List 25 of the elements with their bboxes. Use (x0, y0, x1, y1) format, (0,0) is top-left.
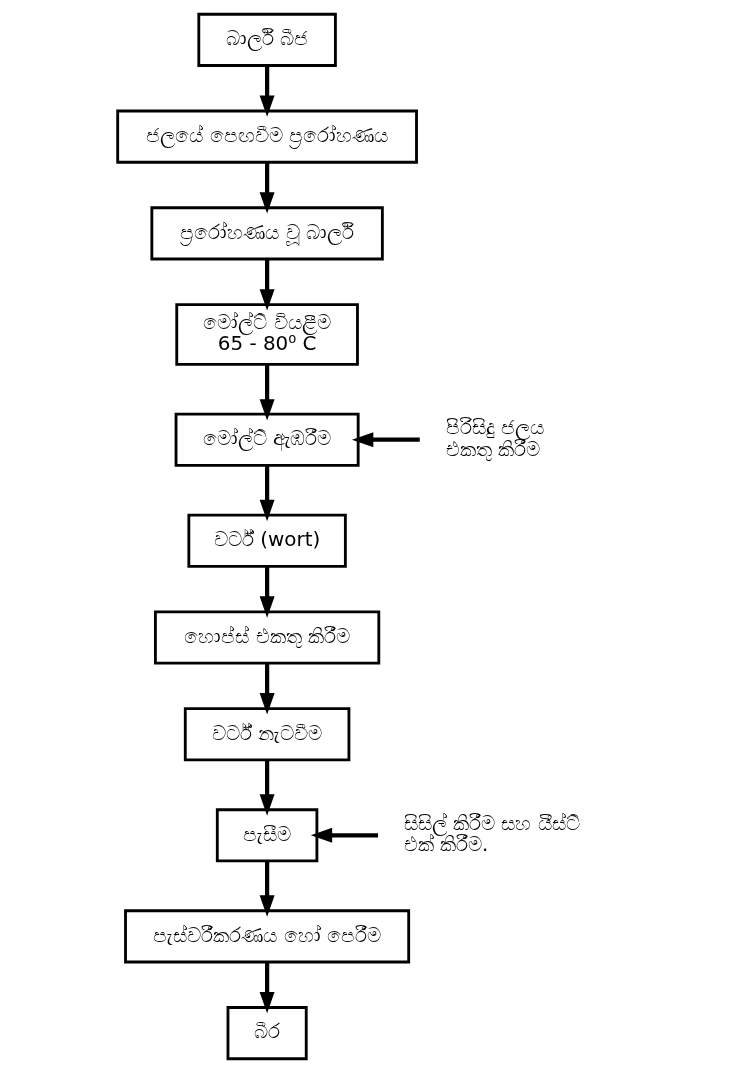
arrow (259, 760, 275, 816)
arrow (259, 162, 275, 214)
arrow (259, 566, 275, 618)
node-box: හොප්ස් එකතු කිරීම (153, 610, 380, 665)
arrow (259, 259, 275, 311)
node-text: සිසිල් කිරීම සහ යීස්ට් එක් කිරීම. (403, 811, 580, 857)
arrow (259, 66, 275, 117)
arrow (259, 465, 275, 522)
arrow (351, 432, 420, 448)
node-box: පැසීම (215, 808, 318, 863)
arrow (259, 663, 275, 715)
arrow (259, 962, 275, 1014)
arrow (310, 827, 378, 843)
node-box: වර්ට් (wort) (186, 513, 347, 568)
arrow (259, 861, 275, 917)
node-text: පිරිසිදු ජලය එකතු කිරීම (445, 416, 544, 461)
node-box: බීර (226, 1006, 308, 1061)
node-box: පැස්වරීකරණය හෝ පෙරීම (123, 909, 410, 964)
node-box: ජලයේ පෙඟවීම ප්‍රරෝහණය (115, 109, 418, 164)
node-box: බාර්ලි බීජ (196, 12, 337, 67)
arrow (259, 364, 275, 421)
node-box: මෝල්ට් වියළීම 65 - 80⁰ C (174, 303, 359, 366)
node-box: වර්ට් නැටවීම (183, 707, 350, 762)
node-box: මෝල්ට් ඇඹරීම (174, 412, 360, 467)
node-box: ප්‍රරෝහණය වූ බාර්ලි (149, 206, 384, 261)
